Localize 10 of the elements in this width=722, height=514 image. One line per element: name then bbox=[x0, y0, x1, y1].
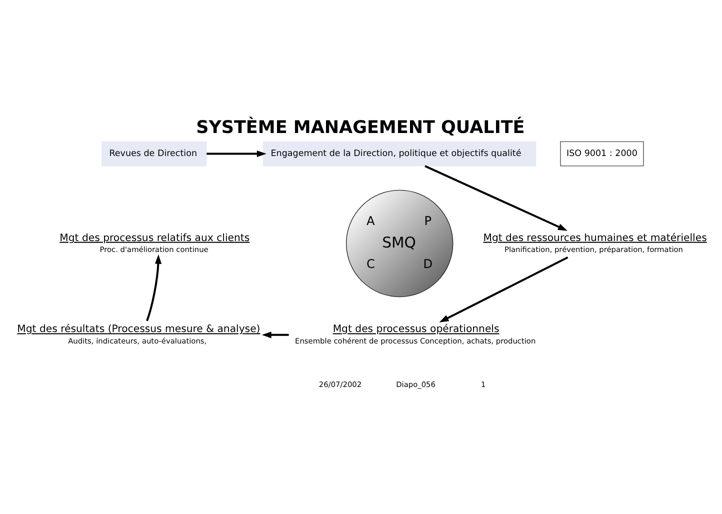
arrow bbox=[439, 256, 568, 322]
arrow bbox=[206, 150, 266, 158]
node-circle: A P SMQ C D bbox=[346, 190, 454, 298]
node-box: Revues de Direction bbox=[101, 141, 207, 166]
label: ISO 9001 : 2000 bbox=[566, 149, 638, 160]
arrow bbox=[262, 332, 289, 338]
arrow bbox=[424, 165, 568, 231]
node-box: Engagement de la Direction, politique et objectifs qualité bbox=[263, 141, 536, 166]
arrow bbox=[146, 254, 162, 322]
diagram-title: SYSTÈME MANAGEMENT QUALITÉ bbox=[196, 118, 525, 138]
